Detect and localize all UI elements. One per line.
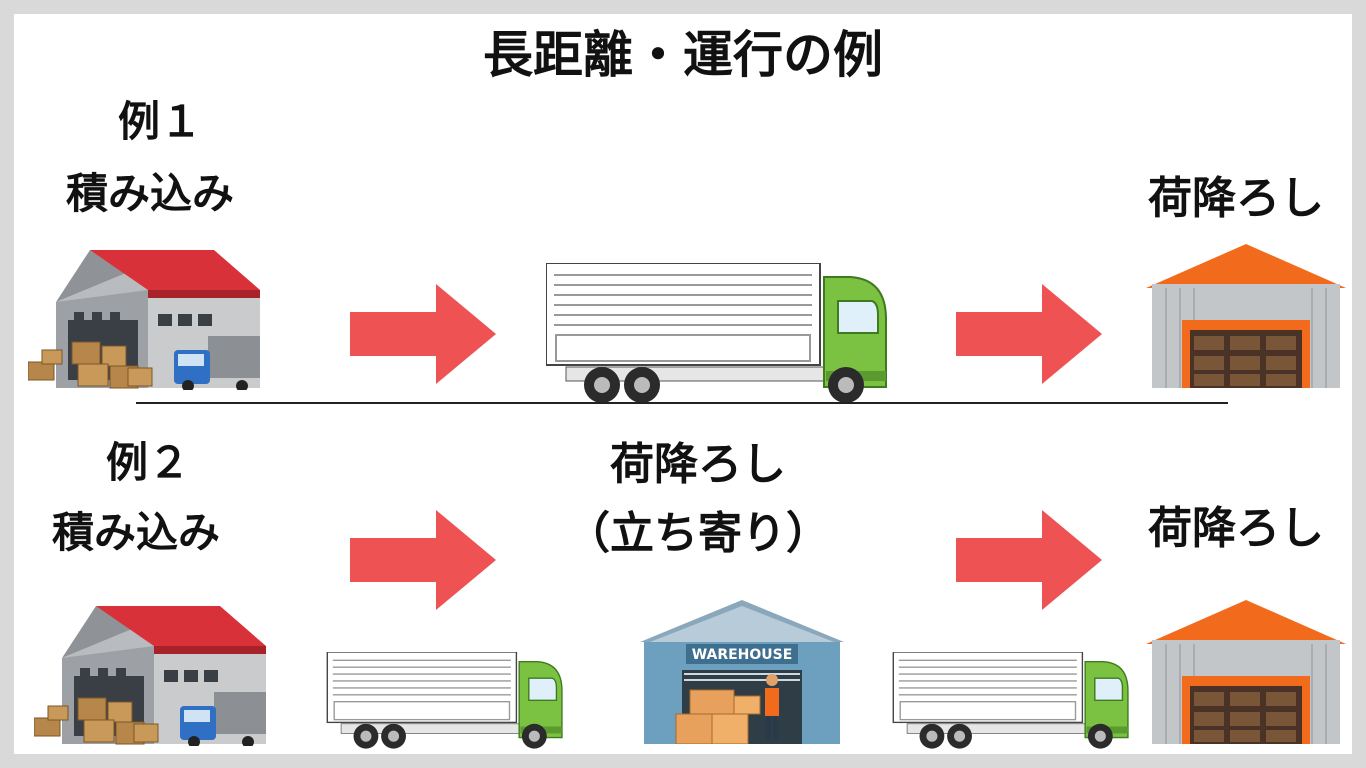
factory-icon [28,250,261,390]
example2-label: 例２ [106,438,191,487]
warehouse-sign: WAREHOUSE [692,647,793,663]
example1-label: 例１ [118,97,203,146]
example1-loading-label: 積み込み [66,169,235,218]
warehouse-icon [1146,600,1346,745]
truck-icon [892,652,1129,750]
warehouse-icon [1146,244,1346,389]
arrow-icon [956,510,1102,610]
warehouse-stopover-icon: WAREHOUSE [640,600,844,744]
example1-unloading-label: 荷降ろし [1148,173,1324,224]
example2-loading-label: 積み込み [52,508,221,557]
example2-stopover-label: 荷降ろし [610,439,786,490]
divider-line [136,402,1228,404]
arrow-icon [350,284,496,384]
arrow-icon [956,284,1102,384]
page-title: 長距離・運行の例 [483,26,883,84]
factory-icon [34,606,267,746]
truck-icon [326,652,563,750]
arrow-icon [350,510,496,610]
example2-stopover-note: （立ち寄り） [566,508,830,559]
truck-icon [546,263,887,404]
example2-unloading-label: 荷降ろし [1148,503,1324,554]
